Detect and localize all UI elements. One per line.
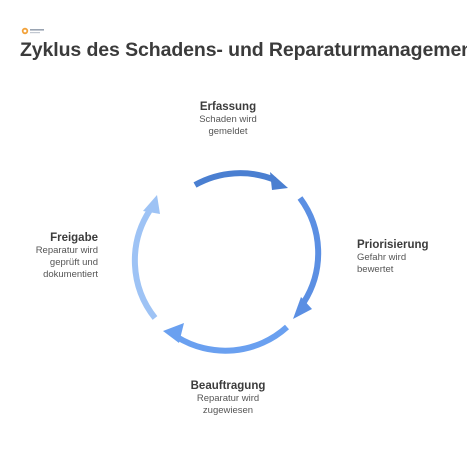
step-description: Schaden wird gemeldet [199,114,257,138]
cycle-arrow-erfassung [193,170,277,188]
cycle-arrow-freigabe [131,208,158,320]
step-title: Priorisierung [357,239,429,251]
page-title: Zyklus des Schadens- und Reparaturmanage… [20,39,467,61]
step-erfassung: Erfassung Schaden wird gemeldet [188,100,268,138]
arrowhead-freigabe [143,195,160,214]
cycle-arrow-beauftragung [175,324,290,354]
cycle-arrow-priorisierung [297,196,322,304]
step-title: Freigabe [50,232,98,244]
step-title: Erfassung [199,101,257,113]
step-description: Reparatur wird zugewiesen [196,393,260,417]
arrowhead-erfassung [270,172,288,190]
arrowhead-beauftragung [163,323,184,343]
step-freigabe: Freigabe Reparatur wird geprüft und doku… [8,231,98,281]
arrowhead-priorisierung [293,297,312,319]
step-beauftragung: Beauftragung Reparatur wird zugewiesen [183,379,273,417]
step-description: Reparatur wird geprüft und dokumentiert [35,245,98,281]
step-priorisierung: Priorisierung Gefahr wird bewertet [357,238,447,276]
brand-logo [21,27,44,35]
step-description: Gefahr wird bewertet [357,252,407,276]
step-title: Beauftragung [190,380,266,392]
